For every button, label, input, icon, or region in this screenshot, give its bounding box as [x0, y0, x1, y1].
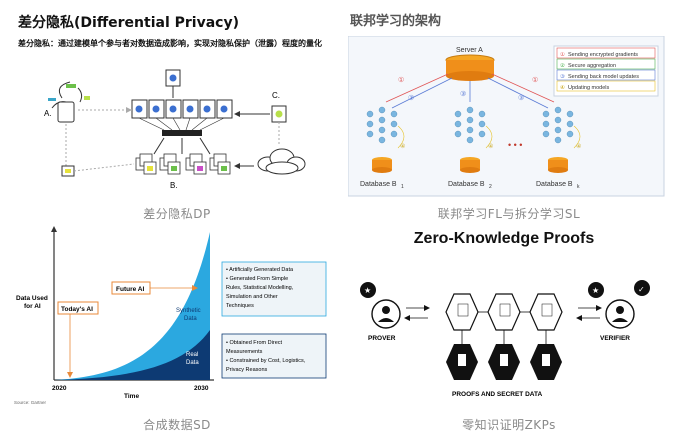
- svg-text:④: ④: [488, 143, 493, 150]
- zkp-caption: 零知识证明ZKPs: [462, 418, 556, 432]
- fl-db-1: [372, 157, 392, 173]
- svg-text:①: ①: [532, 76, 538, 84]
- sd-real-label: Real: [186, 352, 198, 358]
- fl-legend-text-3: Sending back model updates: [568, 74, 639, 80]
- fl-db-2: [460, 157, 480, 173]
- fl-db-sub-1: 1: [401, 184, 404, 190]
- dp-caption: 差分隐私DP: [143, 207, 211, 221]
- sd-chart: Data Used for AI Today's AI Future AI Sy…: [14, 226, 327, 405]
- svg-text:✓: ✓: [638, 285, 645, 294]
- dp-user-a: [51, 81, 83, 123]
- fl-title: 联邦学习的架构: [350, 14, 442, 29]
- sd-box2-line-3: • Constrained by Cost, Logistics,: [226, 358, 306, 364]
- sd-box1-line-1: • Artificially Generated Data: [226, 267, 294, 273]
- svg-text:★: ★: [592, 286, 599, 295]
- sd-box1-line-2: • Generated From Simple: [226, 276, 288, 282]
- fl-legend-num-1: ①: [560, 51, 565, 58]
- sd-x-label: Time: [124, 393, 139, 400]
- dp-label-b: B.: [170, 181, 178, 190]
- fl-db-label-2: Database B: [448, 181, 485, 188]
- dp-subtitle: 差分隐私：通过建模单个参与者对数据造成影响，实现对隐私保护（泄露）程度的量化: [18, 39, 322, 48]
- fl-caption: 联邦学习FL与拆分学习SL: [437, 207, 581, 221]
- fl-legend-num-2: ②: [560, 62, 565, 69]
- zkp-panel: Zero-Knowledge Proofs ★ PROVER ★ ✓ VERIF…: [344, 226, 674, 438]
- sd-caption: 合成数据SD: [143, 418, 211, 432]
- dp-title: 差分隐私(Differential Privacy): [18, 15, 239, 31]
- sd-box1-line-3: Rules, Statistical Modelling,: [226, 285, 294, 291]
- sd-box2-line-1: • Obtained From Direct: [226, 340, 282, 346]
- sd-future-ai: Future AI: [116, 286, 144, 293]
- sd-year-end: 2030: [194, 385, 209, 392]
- dp-doc-row: [131, 99, 233, 119]
- dp-cloud: [257, 148, 306, 175]
- fl-db-label-1: Database B: [360, 181, 397, 188]
- fl-network-2: [454, 106, 486, 144]
- zkp-prover-label: PROVER: [368, 335, 396, 342]
- fl-legend-num-4: ④: [560, 84, 565, 91]
- fl-dots: • • •: [508, 140, 522, 150]
- fl-legend: ① Sending encrypted gradients ② Secure a…: [553, 45, 659, 97]
- sd-synthetic-area: [54, 232, 210, 380]
- svg-text:④: ④: [400, 143, 405, 150]
- fl-server-label: Server A: [456, 47, 483, 54]
- zkp-verifier-label: VERIFIER: [600, 335, 630, 342]
- svg-text:③: ③: [408, 94, 414, 102]
- sd-box2-line-2: Measurements: [226, 349, 263, 355]
- fl-db-sub-3: k: [577, 184, 580, 190]
- sd-real-label-2: Data: [186, 360, 199, 366]
- sd-real-area: [54, 330, 210, 380]
- sd-box-synthetic: [221, 261, 327, 317]
- fl-diagram: Server A ① ③ ① ③ ③ ① Sending encrypted g…: [348, 36, 665, 197]
- dp-diagram: A. C. B.: [44, 69, 306, 190]
- svg-text:★: ★: [364, 286, 371, 295]
- svg-text:④: ④: [576, 143, 581, 150]
- fl-db-label-3: Database B: [536, 181, 573, 188]
- fl-db-3: [548, 157, 568, 173]
- fl-legend-text-2: Secure aggregation: [568, 63, 616, 69]
- dp-panel: 差分隐私(Differential Privacy) 差分隐私：通过建模单个参与…: [14, 0, 340, 222]
- sd-todays-ai-box: [57, 301, 99, 315]
- dp-label-a: A.: [44, 109, 52, 118]
- svg-text:③: ③: [518, 94, 524, 102]
- fl-legend-text-4: Updating models: [568, 85, 610, 91]
- fl-legend-num-3: ③: [560, 73, 565, 80]
- sd-y-label-2: for AI: [24, 303, 41, 310]
- sd-year-start: 2020: [52, 385, 67, 392]
- zkp-title: Zero-Knowledge Proofs: [413, 230, 595, 247]
- dp-label-c: C.: [272, 91, 280, 100]
- svg-text:①: ①: [398, 76, 404, 84]
- sd-box1-line-5: Techniques: [226, 303, 254, 309]
- svg-text:③: ③: [460, 90, 466, 98]
- sd-source: Source: Gartner: [14, 400, 47, 405]
- sd-box1-line-4: Simulation and Other: [226, 294, 278, 300]
- fl-legend-text-1: Sending encrypted gradients: [568, 52, 638, 58]
- zkp-diagram: ★ PROVER ★ ✓ VERIFIER: [360, 280, 650, 398]
- zkp-proofs-label: PROOFS AND SECRET DATA: [452, 391, 542, 398]
- sd-todays-ai: Today's AI: [61, 306, 93, 313]
- sd-box-real: [221, 333, 327, 379]
- fl-panel: 联邦学习的架构 Server A ① ③ ① ③ ③ ① S: [344, 0, 674, 222]
- sd-box2-line-4: Privacy Reasons: [226, 367, 268, 373]
- sd-synthetic-label: Synthetic: [176, 308, 201, 314]
- zkp-top-hexagons: [445, 293, 563, 331]
- sd-panel: Data Used for AI Today's AI Future AI Sy…: [14, 226, 340, 438]
- fl-network-3: [542, 106, 574, 144]
- sd-synthetic-label-2: Data: [184, 316, 197, 322]
- fl-db-sub-2: 2: [489, 184, 492, 190]
- fl-network-1: [366, 106, 398, 144]
- sd-y-label-1: Data Used: [16, 295, 48, 302]
